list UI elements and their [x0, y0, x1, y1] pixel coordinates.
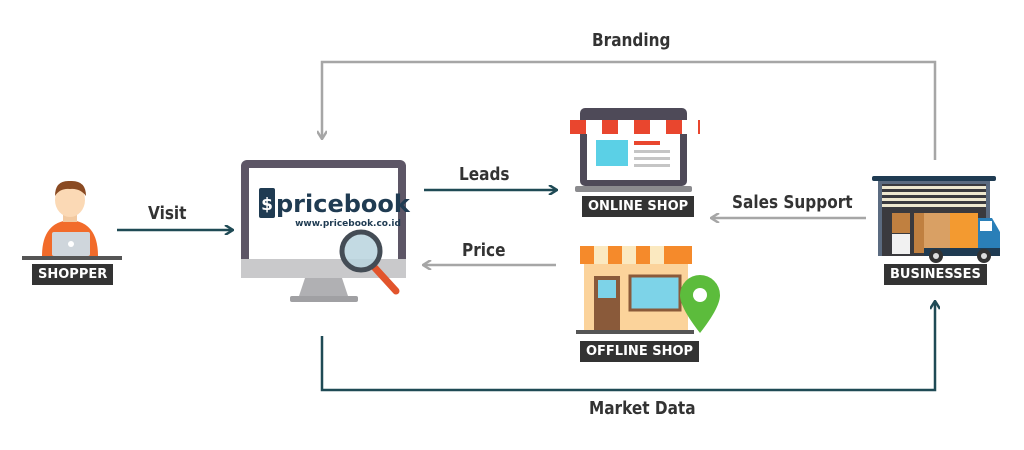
online-shop-label: ONLINE SHOP — [582, 196, 695, 217]
businesses-label: BUSINESSES — [884, 264, 987, 285]
shopper-icon — [22, 180, 122, 260]
visit-label: Visit — [148, 203, 187, 224]
shopper-label: SHOPPER — [32, 264, 114, 285]
online-shop-icon — [570, 108, 700, 192]
pricebook-logo: pricebook — [276, 190, 411, 218]
computer-monitor-icon: $ pricebook www.pricebook.co.id — [241, 160, 411, 302]
branding-arrow — [322, 60, 937, 160]
offline-shop-label: OFFLINE SHOP — [580, 341, 700, 362]
offline-shop-icon — [576, 246, 720, 334]
pricebook-url: www.pricebook.co.id — [295, 219, 401, 229]
sales-support-label: Sales Support — [732, 192, 853, 213]
price-label: Price — [462, 240, 506, 261]
businesses-warehouse-icon — [872, 176, 1000, 263]
leads-label: Leads — [459, 164, 510, 185]
market-data-arrow — [320, 302, 935, 392]
branding-label: Branding — [592, 30, 671, 51]
svg-text:$: $ — [261, 195, 273, 215]
market-data-label: Market Data — [589, 398, 696, 419]
